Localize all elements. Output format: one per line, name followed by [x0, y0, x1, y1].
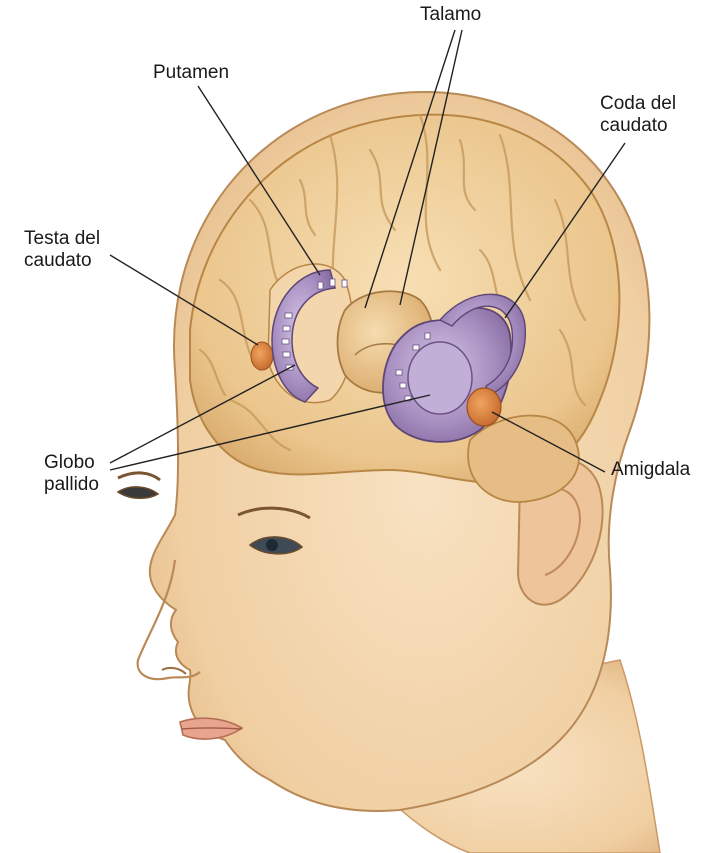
label-putamen: Putamen: [153, 62, 229, 84]
right-globus-pallidus: [408, 342, 472, 414]
left-caudate-head: [251, 342, 273, 370]
label-coda-line2: caudato: [600, 115, 676, 137]
label-testa-line1: Testa del: [24, 228, 100, 250]
amygdala: [467, 388, 501, 426]
label-testa-line2: caudato: [24, 250, 100, 272]
left-eye: [118, 487, 158, 498]
label-coda-line1: Coda del: [600, 93, 676, 115]
label-amigdala: Amigdala: [611, 459, 690, 481]
label-globo-line1: Globo: [44, 452, 99, 474]
label-globo-pallido: Globo pallido: [44, 452, 99, 496]
label-globo-line2: pallido: [44, 474, 99, 496]
label-talamo: Talamo: [420, 4, 481, 26]
label-testa-del-caudato: Testa del caudato: [24, 228, 100, 272]
label-coda-del-caudato: Coda del caudato: [600, 93, 676, 137]
